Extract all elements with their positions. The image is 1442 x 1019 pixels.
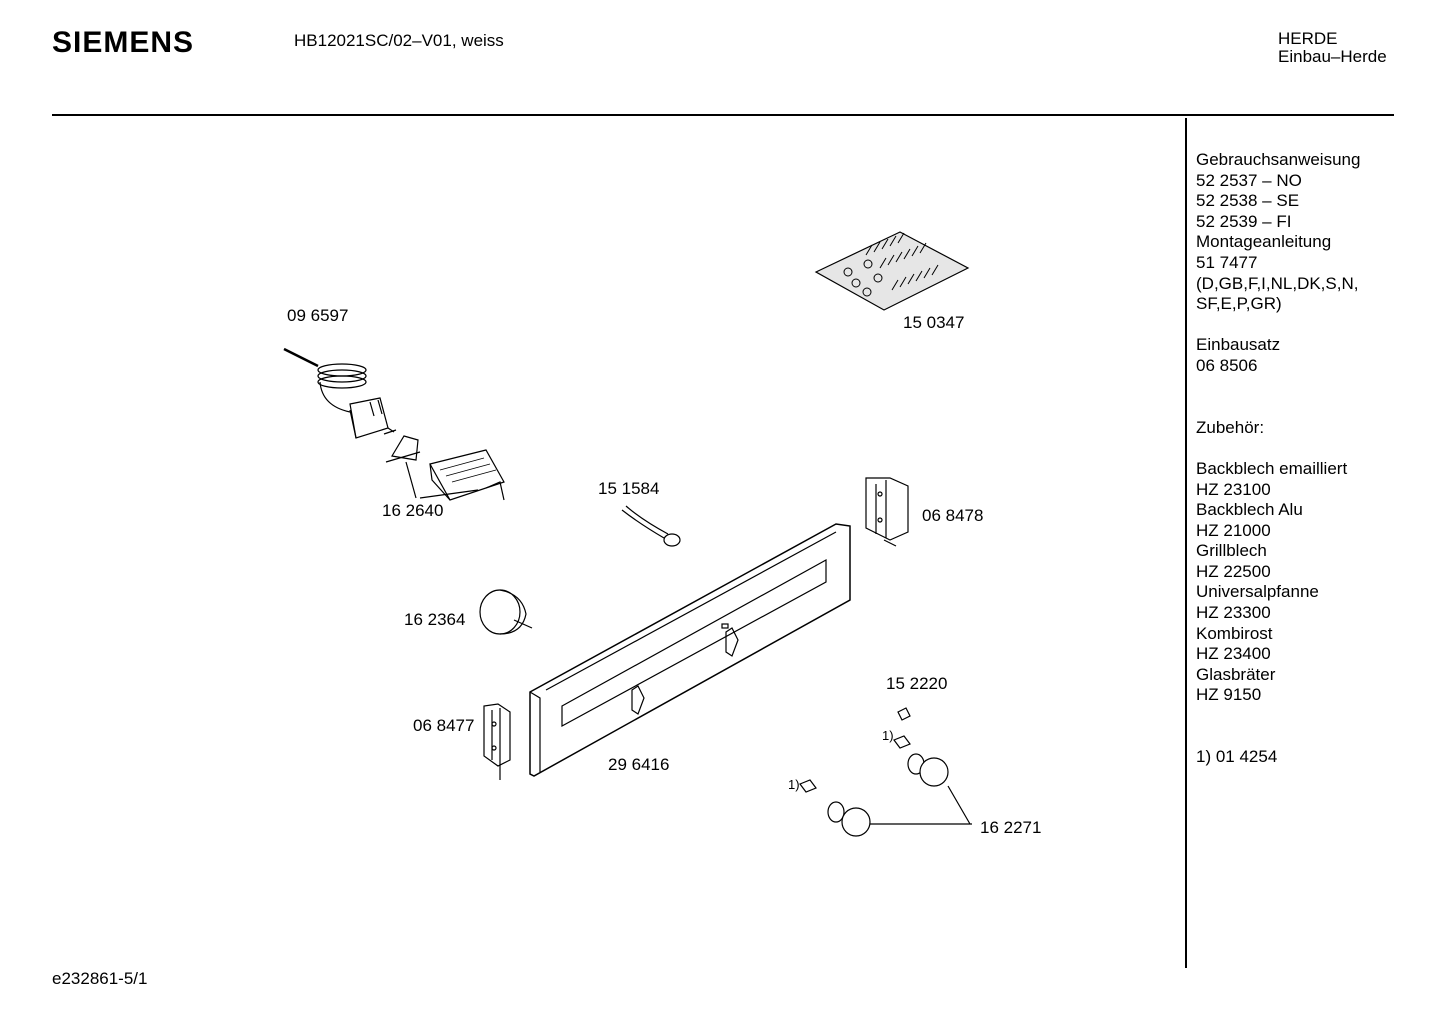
sidebar-line: 1) 01 4254 [1196, 747, 1278, 767]
sidebar-line: HZ 21000 [1196, 520, 1271, 540]
part-label-296416: 29 6416 [608, 755, 670, 774]
sidebar-line: Einbausatz [1196, 335, 1281, 355]
category-line-1: HERDE [1278, 29, 1338, 48]
model-title: HB12021SC/02–V01, weiss [294, 31, 504, 50]
knob-upper-drawing [893, 735, 949, 787]
clip-drawing [897, 707, 911, 721]
part-label-151584: 15 1584 [598, 479, 660, 498]
sidebar-line: 52 2539 – FI [1196, 211, 1292, 231]
sidebar-line: HZ 23100 [1196, 479, 1271, 499]
control-panel-drawing [529, 523, 851, 777]
sidebar-line: 06 8506 [1196, 355, 1258, 375]
part-label-068478: 06 8478 [922, 506, 984, 525]
part-label-068477: 06 8477 [413, 716, 475, 735]
sidebar-line: SF,E,P,GR) [1196, 294, 1282, 314]
right-bracket-drawing [865, 477, 909, 547]
brand-logo: SIEMENS [52, 26, 195, 59]
sidebar-line: 51 7477 [1196, 252, 1258, 272]
selector-switch-drawing [385, 435, 505, 501]
part-label-152220: 15 2220 [886, 674, 948, 693]
knob-lower-drawing [799, 779, 871, 837]
oven-lamp-drawing [621, 505, 681, 547]
sidebar-line: 52 2538 – SE [1196, 191, 1300, 211]
sidebar-line [1196, 727, 1360, 748]
document-id: e232861-5/1 [52, 969, 148, 988]
sidebar-line [1196, 706, 1360, 727]
timer-drawing [479, 589, 533, 635]
sidebar-line: HZ 22500 [1196, 561, 1271, 581]
sidebar-line: Kombirost [1196, 623, 1273, 643]
sidebar-line: Gebrauchsanweisung [1196, 150, 1361, 169]
part-label-162364: 16 2364 [404, 610, 466, 629]
sidebar-line: Backblech emailliert [1196, 458, 1348, 478]
thermostat-drawing [283, 347, 397, 439]
sidebar-line [1196, 397, 1360, 418]
part-label-096597: 09 6597 [287, 306, 349, 325]
footnote-marker-upper: 1) [882, 728, 894, 743]
sidebar-line: Backblech Alu [1196, 500, 1303, 520]
category-label: HERDE Einbau–Herde [1278, 30, 1387, 66]
header-divider [52, 114, 1394, 116]
sidebar-line: Glasbräter [1196, 664, 1276, 684]
sidebar-line: Zubehör: [1196, 417, 1265, 437]
footnote-marker-lower: 1) [788, 777, 800, 792]
sidebar-divider [1185, 118, 1187, 968]
knob-leader-lines [870, 785, 972, 825]
sidebar-line: HZ 9150 [1196, 685, 1262, 705]
left-bracket-drawing [483, 703, 511, 780]
sidebar-line [1196, 315, 1360, 336]
part-label-162271: 16 2271 [980, 818, 1042, 837]
sidebar-line: Universalpfanne [1196, 582, 1319, 602]
screw-bag-drawing [814, 231, 970, 311]
category-line-2: Einbau–Herde [1278, 47, 1387, 66]
sidebar-line [1196, 377, 1360, 398]
sidebar-line: Montageanleitung [1196, 232, 1332, 252]
part-label-162640: 16 2640 [382, 501, 444, 520]
sidebar-line [1196, 438, 1360, 459]
sidebar-line: HZ 23300 [1196, 603, 1271, 623]
sidebar-line: (D,GB,F,I,NL,DK,S,N, [1196, 273, 1359, 293]
part-label-150347: 15 0347 [903, 313, 965, 332]
sidebar-line: 52 2537 – NO [1196, 170, 1302, 190]
sidebar-line: HZ 23400 [1196, 644, 1271, 664]
sidebar-line: Grillblech [1196, 541, 1267, 561]
